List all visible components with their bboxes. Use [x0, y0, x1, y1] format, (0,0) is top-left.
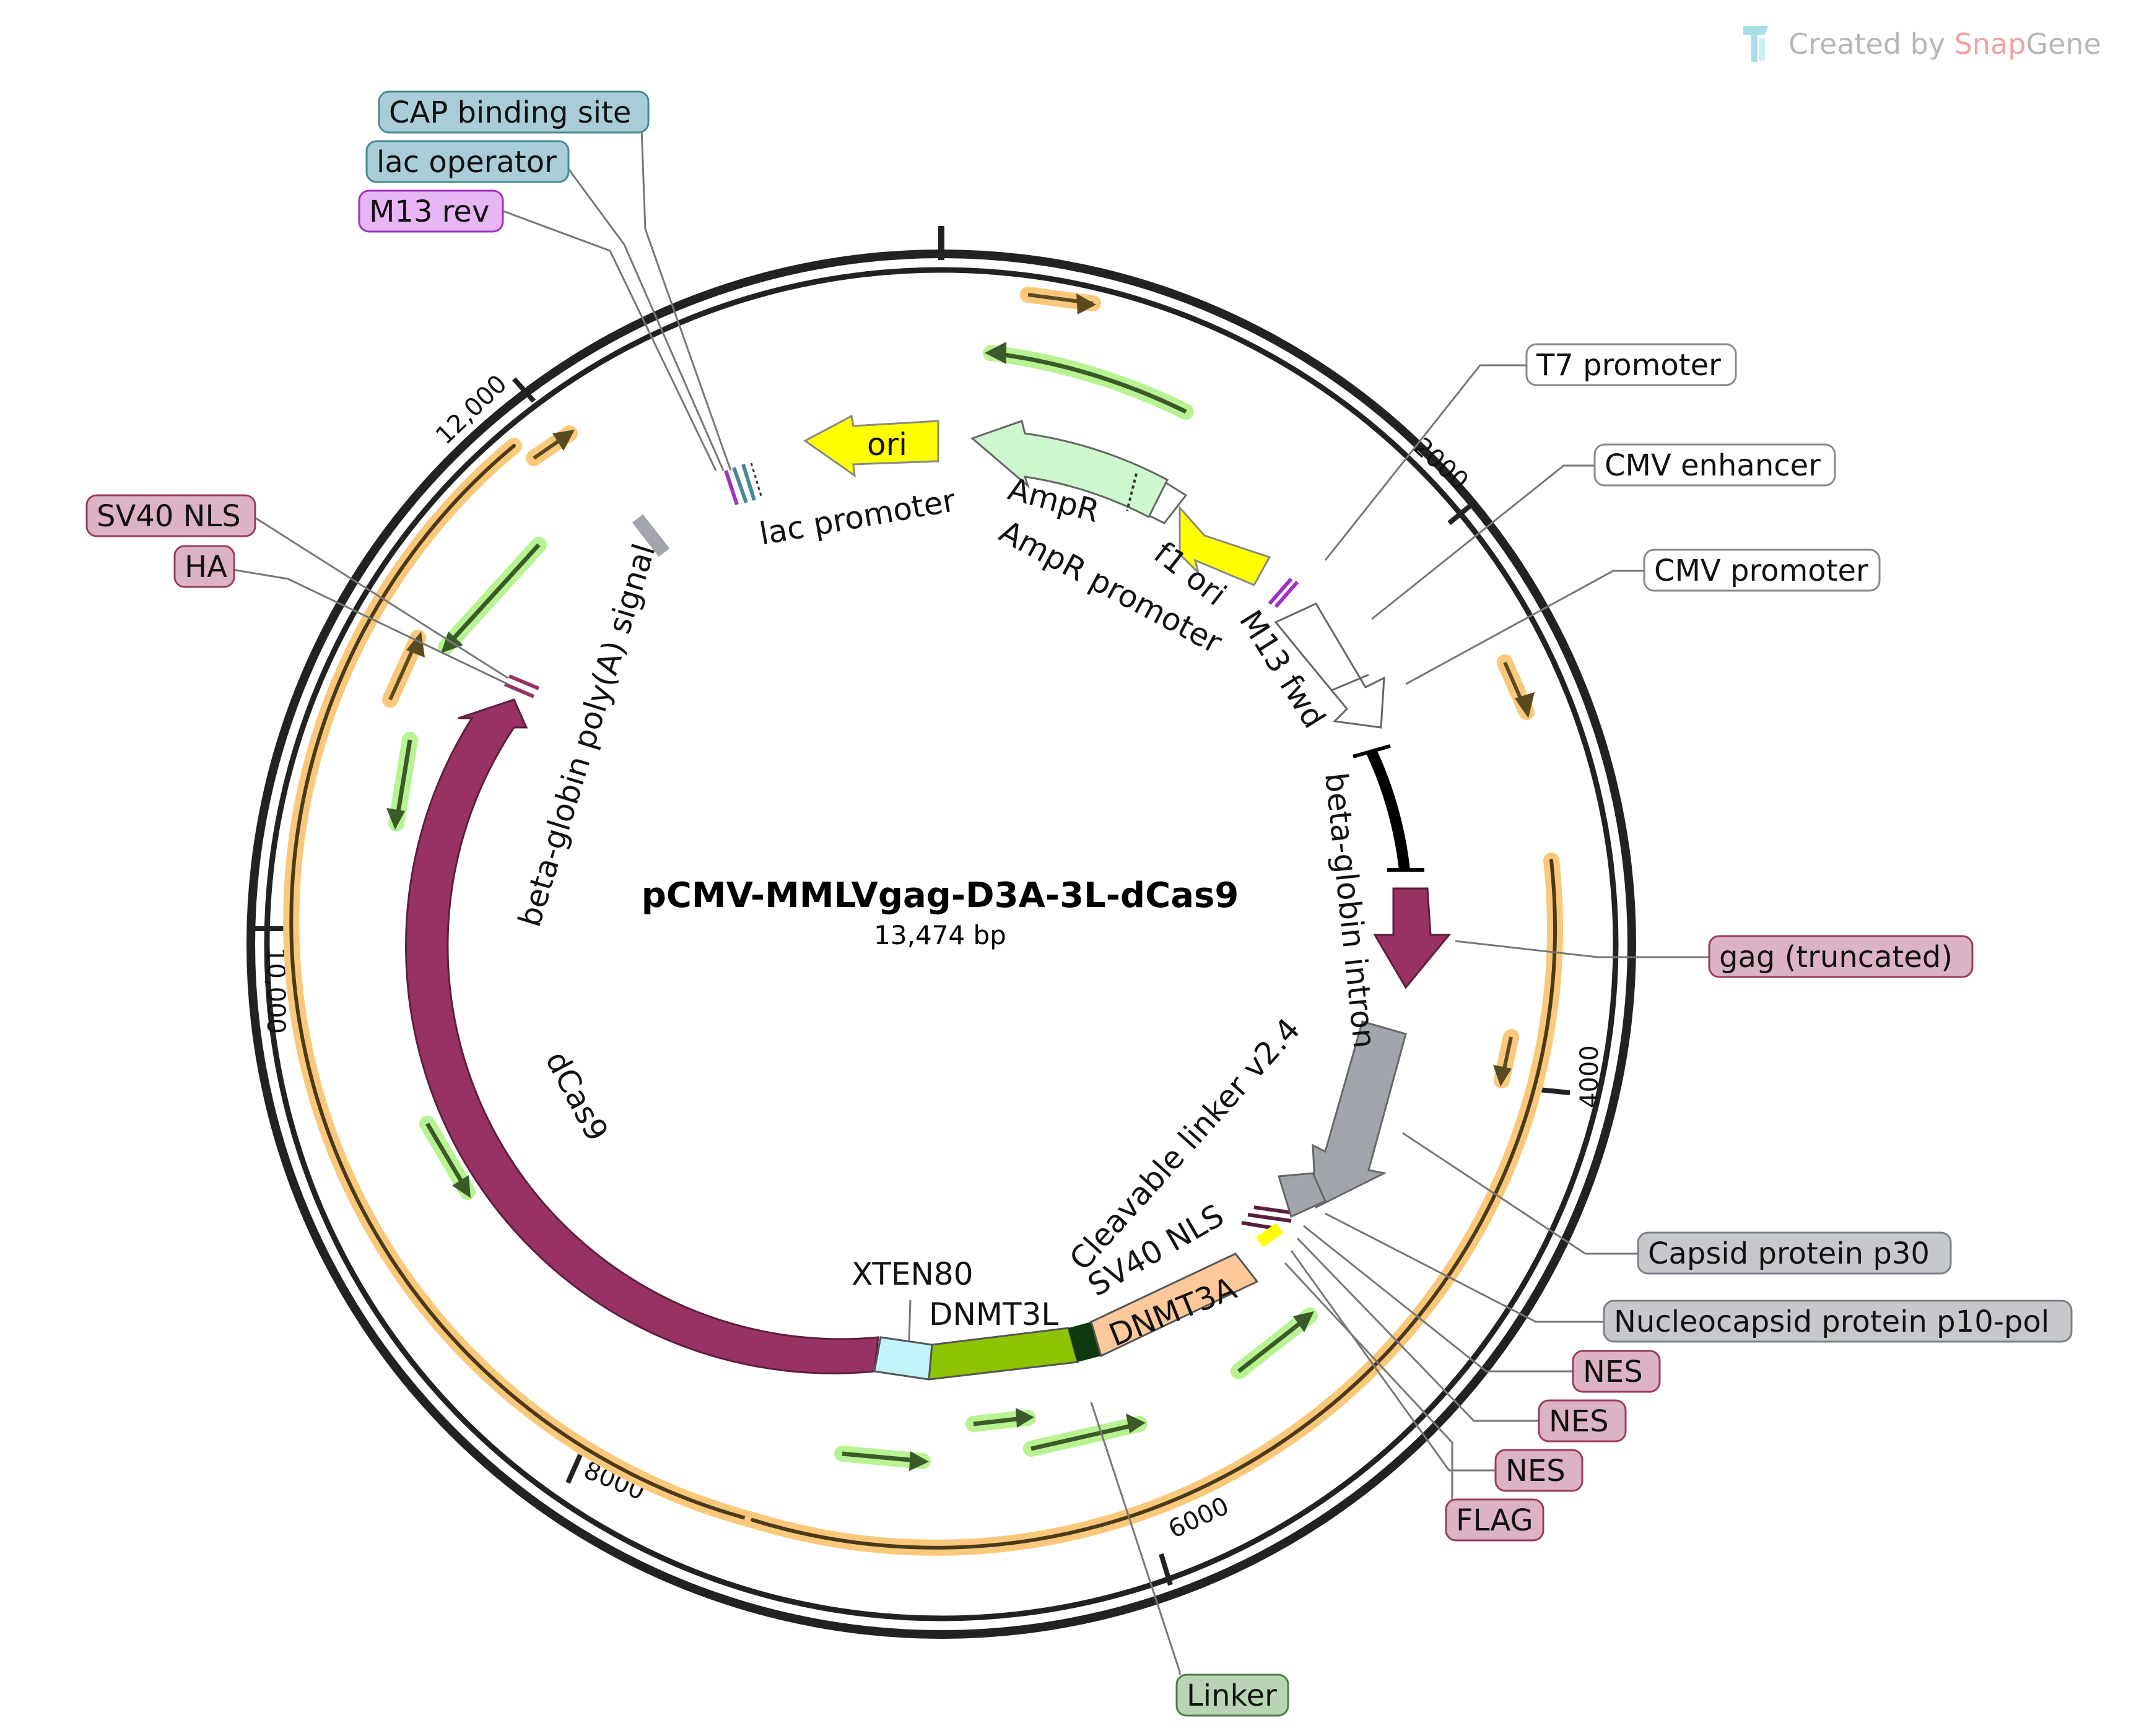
snapgene-watermark: Created by SnapGene: [1743, 26, 2101, 62]
boxed-label-flag: FLAG: [1445, 1498, 1544, 1542]
boxed-label-nes-2: NES: [1538, 1399, 1627, 1443]
cmv-promoter-feature: [1274, 602, 1385, 729]
boxed-label-sv40-nls: SV40 NLS: [85, 494, 256, 537]
scale-ticks: [253, 377, 1570, 1586]
box-bg: [1643, 549, 1881, 592]
box-text: Linker: [1187, 1678, 1277, 1713]
boxed-label-nes-3: NES: [1494, 1449, 1584, 1492]
box-text: lac operator: [377, 145, 557, 180]
box-text: Capsid protein p30: [1648, 1236, 1930, 1271]
box-text: M13 rev: [369, 194, 489, 229]
box-text: NES: [1505, 1454, 1566, 1488]
box-bg: [1603, 1300, 2073, 1343]
box-text: CMV enhancer: [1605, 448, 1821, 483]
plasmid-size: 13,474 bp: [874, 920, 1006, 950]
box-bg: [1525, 343, 1737, 386]
linker-feature: [1068, 1322, 1101, 1362]
boxed-label-nes-1: NES: [1572, 1350, 1661, 1393]
gag-truncated-feature: [1373, 887, 1452, 989]
boxed-label-lac-operator: lac operator: [365, 140, 570, 183]
label-xten80: XTEN80: [852, 1256, 974, 1292]
boxed-label-gag-truncated: gag (truncated): [1708, 935, 1974, 978]
box-text: NES: [1549, 1404, 1609, 1439]
ampr-feature: [970, 420, 1169, 519]
box-bg: [173, 545, 235, 588]
dnmt3a-feature: [1090, 1252, 1259, 1358]
label-ori: ori: [867, 427, 907, 462]
lac-operator-marks: [724, 462, 763, 505]
box-bg: [378, 90, 650, 134]
watermark-brand-a: Snap: [1954, 27, 2026, 61]
ori-feature: [803, 414, 939, 478]
box-text: HA: [185, 550, 227, 584]
boxed-label-cap-binding-site: CAP binding site: [378, 90, 650, 134]
label-dcas9: dCas9: [538, 1045, 615, 1147]
orf-outer-arcs: [283, 438, 1564, 1556]
boxed-label-m13-rev: M13 rev: [358, 189, 504, 233]
box-text: Nucleocapsid protein p10-pol: [1614, 1304, 2049, 1339]
box-text: SV40 NLS: [97, 499, 241, 534]
boxed-label-t7-promoter: T7 promoter: [1525, 343, 1737, 386]
dcas9-feature: [405, 698, 879, 1374]
box-text: FLAG: [1456, 1503, 1533, 1538]
m13-fwd-mark: [1268, 578, 1299, 608]
watermark-brand-b: Gene: [2026, 27, 2101, 61]
boxed-label-nucleocapsid: Nucleocapsid protein p10-pol: [1603, 1300, 2073, 1343]
watermark-prefix: Created by: [1788, 27, 1954, 61]
beta-globin-intron-feature: [1353, 744, 1424, 872]
boxed-label-cmv-promoter: CMV promoter: [1643, 549, 1881, 592]
label-polya: beta-globin poly(A) signal: [512, 540, 662, 931]
xten80-feature: [873, 1336, 933, 1381]
small-gray-feature: [632, 514, 670, 557]
box-text: gag (truncated): [1719, 940, 1953, 974]
snapgene-logo-icon: [1743, 26, 1768, 62]
box-bg: [1637, 1231, 1952, 1275]
box-bg: [85, 494, 256, 537]
p10-pol-feature: [1278, 1172, 1326, 1218]
box-bg: [1572, 1350, 1661, 1393]
box-bg: [365, 140, 570, 183]
capsid-p30-feature: [1312, 1020, 1407, 1209]
box-bg: [1445, 1498, 1544, 1542]
box-bg: [1494, 1449, 1584, 1492]
label-lac-promoter: lac promoter: [757, 482, 959, 552]
svg-text:Created by SnapGene: Created by SnapGene: [1788, 27, 2101, 61]
boxed-label-ha: HA: [173, 545, 235, 588]
orf-small-arrows-orange: [382, 287, 1535, 1088]
box-bg: [1593, 443, 1836, 487]
orf-green-top: [983, 345, 1194, 420]
dcas9-division: [473, 1026, 510, 1032]
f1-ori-feature: [1178, 505, 1271, 586]
dnmt3l-feature: [928, 1327, 1079, 1381]
box-text: CMV promoter: [1654, 553, 1868, 588]
box-text: CAP binding site: [389, 95, 631, 130]
box-text: T7 promoter: [1536, 348, 1721, 383]
box-bg: [1538, 1399, 1627, 1443]
boxed-label-capsid-p30: Capsid protein p30: [1637, 1231, 1952, 1275]
sv40-nls-mark: [1255, 1223, 1284, 1248]
leader-lines: [232, 111, 1709, 1675]
tick-label-4000: 4000: [1575, 1045, 1604, 1108]
box-text: NES: [1583, 1355, 1643, 1389]
boxed-label-cmv-enhancer: CMV enhancer: [1593, 443, 1836, 487]
xten80-leader: [908, 1300, 912, 1341]
box-bg: [1175, 1673, 1289, 1717]
box-bg: [1708, 935, 1974, 978]
boxed-label-linker: Linker: [1175, 1673, 1289, 1717]
ha-mark: [508, 674, 540, 690]
label-beta-globin-intron: beta-globin intron: [1318, 771, 1382, 1050]
plasmid-name: pCMV-MMLVgag-D3A-3L-dCas9: [642, 875, 1239, 916]
box-bg: [358, 189, 504, 233]
label-dnmt3l: DNMT3L: [929, 1296, 1058, 1332]
